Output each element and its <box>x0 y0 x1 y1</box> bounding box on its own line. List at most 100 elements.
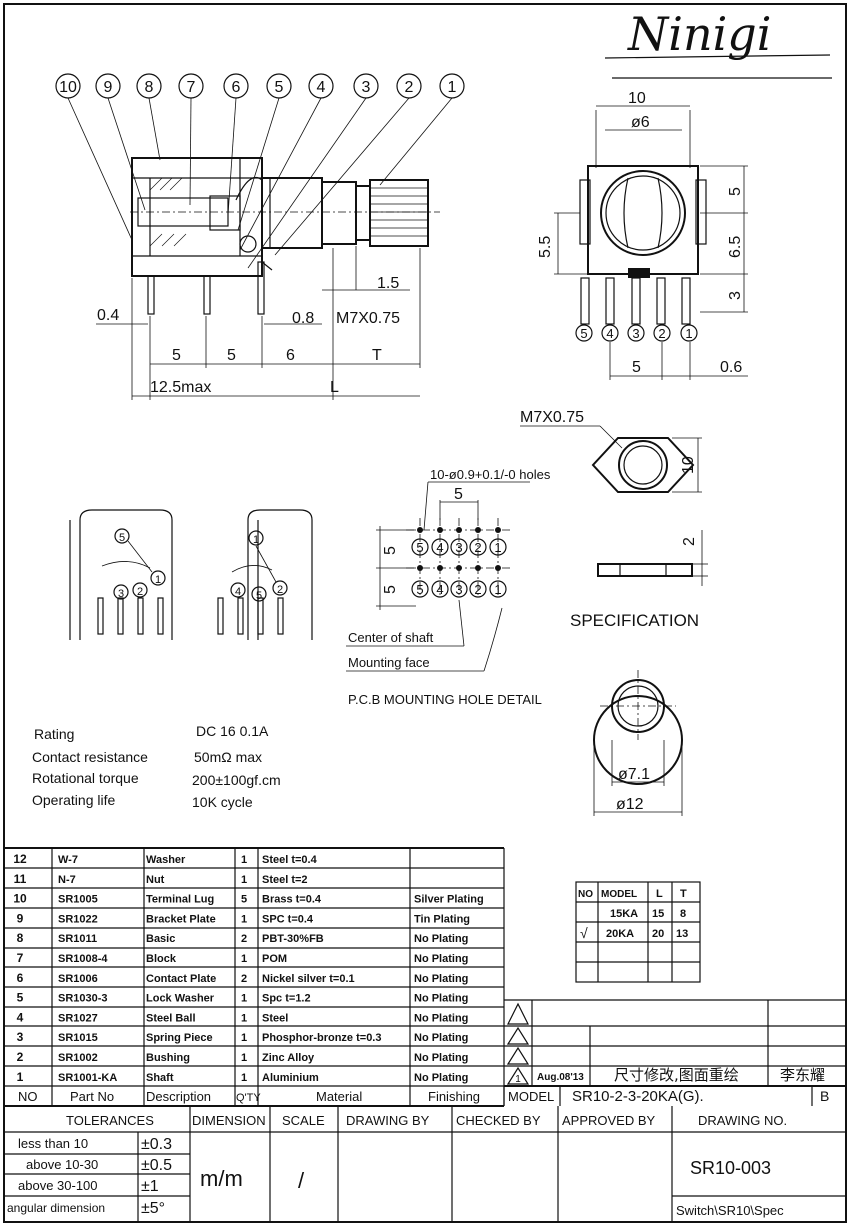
bom-cell-part: SR1002 <box>58 1052 98 1064</box>
nut-thread: M7X0.75 <box>520 409 584 426</box>
side-dim-5b: 5 <box>632 359 641 376</box>
bom-cell-material: Steel t=0.4 <box>262 854 318 866</box>
bom-cell-qty: 1 <box>241 1012 247 1024</box>
dim-5a: 5 <box>172 347 181 364</box>
pcb-center-label: Center of shaft <box>348 630 434 645</box>
pcb-hole-detail: 10-ø0.9+0.1/-0 holes 5 5 4 3 2 1 5 4 3 2… <box>346 467 551 707</box>
drawing-number: SR10-003 <box>690 1158 771 1178</box>
side-dim-10: 10 <box>628 90 646 107</box>
logo-text: Ninigi <box>627 7 771 61</box>
bom-header-material: Material <box>316 1089 362 1104</box>
model-r2-l: 20 <box>652 928 664 940</box>
bom-cell-material: Steel t=2 <box>262 874 308 886</box>
pcb-r2-pin-3: 3 <box>455 582 462 597</box>
balloon-2: 2 <box>405 79 414 96</box>
sheet-frame <box>3 3 847 1223</box>
pcb-r1-pin-5: 5 <box>416 540 423 555</box>
model-header-model: MODEL <box>601 889 637 900</box>
bom-cell-desc: Bushing <box>146 1052 190 1064</box>
bom-cell-no: 6 <box>17 971 24 985</box>
balloon-1: 1 <box>448 79 457 96</box>
bom-cell-no: 11 <box>14 872 27 886</box>
balloon-6: 6 <box>232 79 241 96</box>
checked-by-label: CHECKED BY <box>456 1113 541 1128</box>
part-balloons: 10 9 8 7 6 5 4 3 2 1 <box>55 73 465 99</box>
contact-resistance-value: 50mΩ max <box>194 749 262 765</box>
bom-cell-finish: No Plating <box>414 993 468 1005</box>
model-value: SR10-2-3-20KA(G). <box>572 1088 704 1105</box>
pcb-mount-label: Mounting face <box>348 655 430 670</box>
bom-cell-finish: No Plating <box>414 933 468 945</box>
dimension-label: DIMENSION <box>192 1113 266 1128</box>
side-pin-3: 3 <box>632 326 639 341</box>
drawing-no-label: DRAWING NO. <box>698 1113 787 1128</box>
bom-cell-qty: 1 <box>241 874 247 886</box>
bom-cell-desc: Lock Washer <box>146 993 215 1005</box>
bom-cell-finish: No Plating <box>414 1052 468 1064</box>
logo-underline <box>604 54 831 59</box>
side-dim-6-5: 6.5 <box>727 236 744 258</box>
bom-cell-part: SR1022 <box>58 913 98 925</box>
bom-cell-part: SR1001-KA <box>58 1072 117 1084</box>
model-r2-model: 20KA <box>606 928 634 940</box>
nut-dim-10: 10 <box>680 456 697 474</box>
balloon-3: 3 <box>362 79 371 96</box>
washer-dim-7-1: ø7.1 <box>618 766 650 783</box>
bom-cell-part: SR1008-4 <box>58 953 108 965</box>
bom-cell-no: 2 <box>17 1050 24 1064</box>
sch-right-pin-5: 5 <box>256 590 262 602</box>
bom-cell-desc: Terminal Lug <box>146 894 214 906</box>
tol-row2-value: ±0.5 <box>141 1157 172 1174</box>
schematic-right: 1 2 4 5 <box>217 509 313 640</box>
side-pin-2: 2 <box>658 326 665 341</box>
bom-cell-material: Phosphor-bronze t=0.3 <box>262 1032 382 1044</box>
sch-left-top-pin: 5 <box>119 532 125 544</box>
bom-header-part-no: Part No <box>70 1089 114 1104</box>
revision-author: 李东耀 <box>780 1066 825 1084</box>
bom-cell-desc: Shaft <box>146 1072 174 1084</box>
bom-cell-qty: 1 <box>241 993 247 1005</box>
drawing-by-label: DRAWING BY <box>346 1113 430 1128</box>
operating-life-label: Operating life <box>32 792 115 808</box>
model-header-t: T <box>680 888 687 900</box>
bom-cell-desc: Washer <box>146 854 186 866</box>
title-block: MODEL SR10-2-3-20KA(G). B TOLERANCES DIM… <box>4 1085 846 1222</box>
dim-T: T <box>372 347 382 364</box>
bom-cell-no: 7 <box>17 951 24 965</box>
bom-cell-no: 3 <box>17 1030 24 1044</box>
tol-row3-label: above 30-100 <box>18 1178 98 1193</box>
bom-cell-no: 8 <box>17 931 24 945</box>
revision-date: Aug.08'13 <box>537 1072 584 1083</box>
bom-cell-desc: Contact Plate <box>146 973 216 985</box>
sch-left-pin-3: 3 <box>118 588 124 600</box>
bom-cell-finish: No Plating <box>414 1012 468 1024</box>
balloon-leaders <box>67 97 453 269</box>
operating-life-value: 10K cycle <box>192 794 253 810</box>
bom-cell-qty: 1 <box>241 1032 247 1044</box>
bom-cell-finish: No Plating <box>414 953 468 965</box>
rotational-torque-value: 200±100gf.cm <box>192 772 281 788</box>
bom-cell-material: Brass t=0.4 <box>262 894 322 906</box>
washer-dim-12: ø12 <box>616 796 644 813</box>
tolerances-label: TOLERANCES <box>66 1113 154 1128</box>
side-view: 10 ø6 5 4 3 2 1 <box>537 90 748 380</box>
model-r1-model: 15KA <box>610 908 638 920</box>
bom-cell-qty: 1 <box>241 1072 247 1084</box>
side-pin-1: 1 <box>685 326 692 341</box>
bom-cell-qty: 1 <box>241 913 247 925</box>
bom-cell-qty: 2 <box>241 933 247 945</box>
dim-1-5: 1.5 <box>377 275 399 292</box>
bom-cell-material: PBT-30%FB <box>262 933 324 945</box>
bom-cell-material: Zinc Alloy <box>262 1052 315 1064</box>
balloon-10: 10 <box>59 79 77 96</box>
dim-12-5max: 12.5max <box>150 379 211 396</box>
bom-header-no: NO <box>18 1089 38 1104</box>
bom-cell-no: 5 <box>17 991 24 1005</box>
dim-L: L <box>330 379 339 396</box>
balloon-8: 8 <box>145 79 154 96</box>
tol-row3-value: ±1 <box>141 1178 159 1195</box>
ratings-block: Rating DC 16 0.1A Contact resistance 50m… <box>32 723 281 810</box>
side-dim-5-5: 5.5 <box>537 236 554 258</box>
